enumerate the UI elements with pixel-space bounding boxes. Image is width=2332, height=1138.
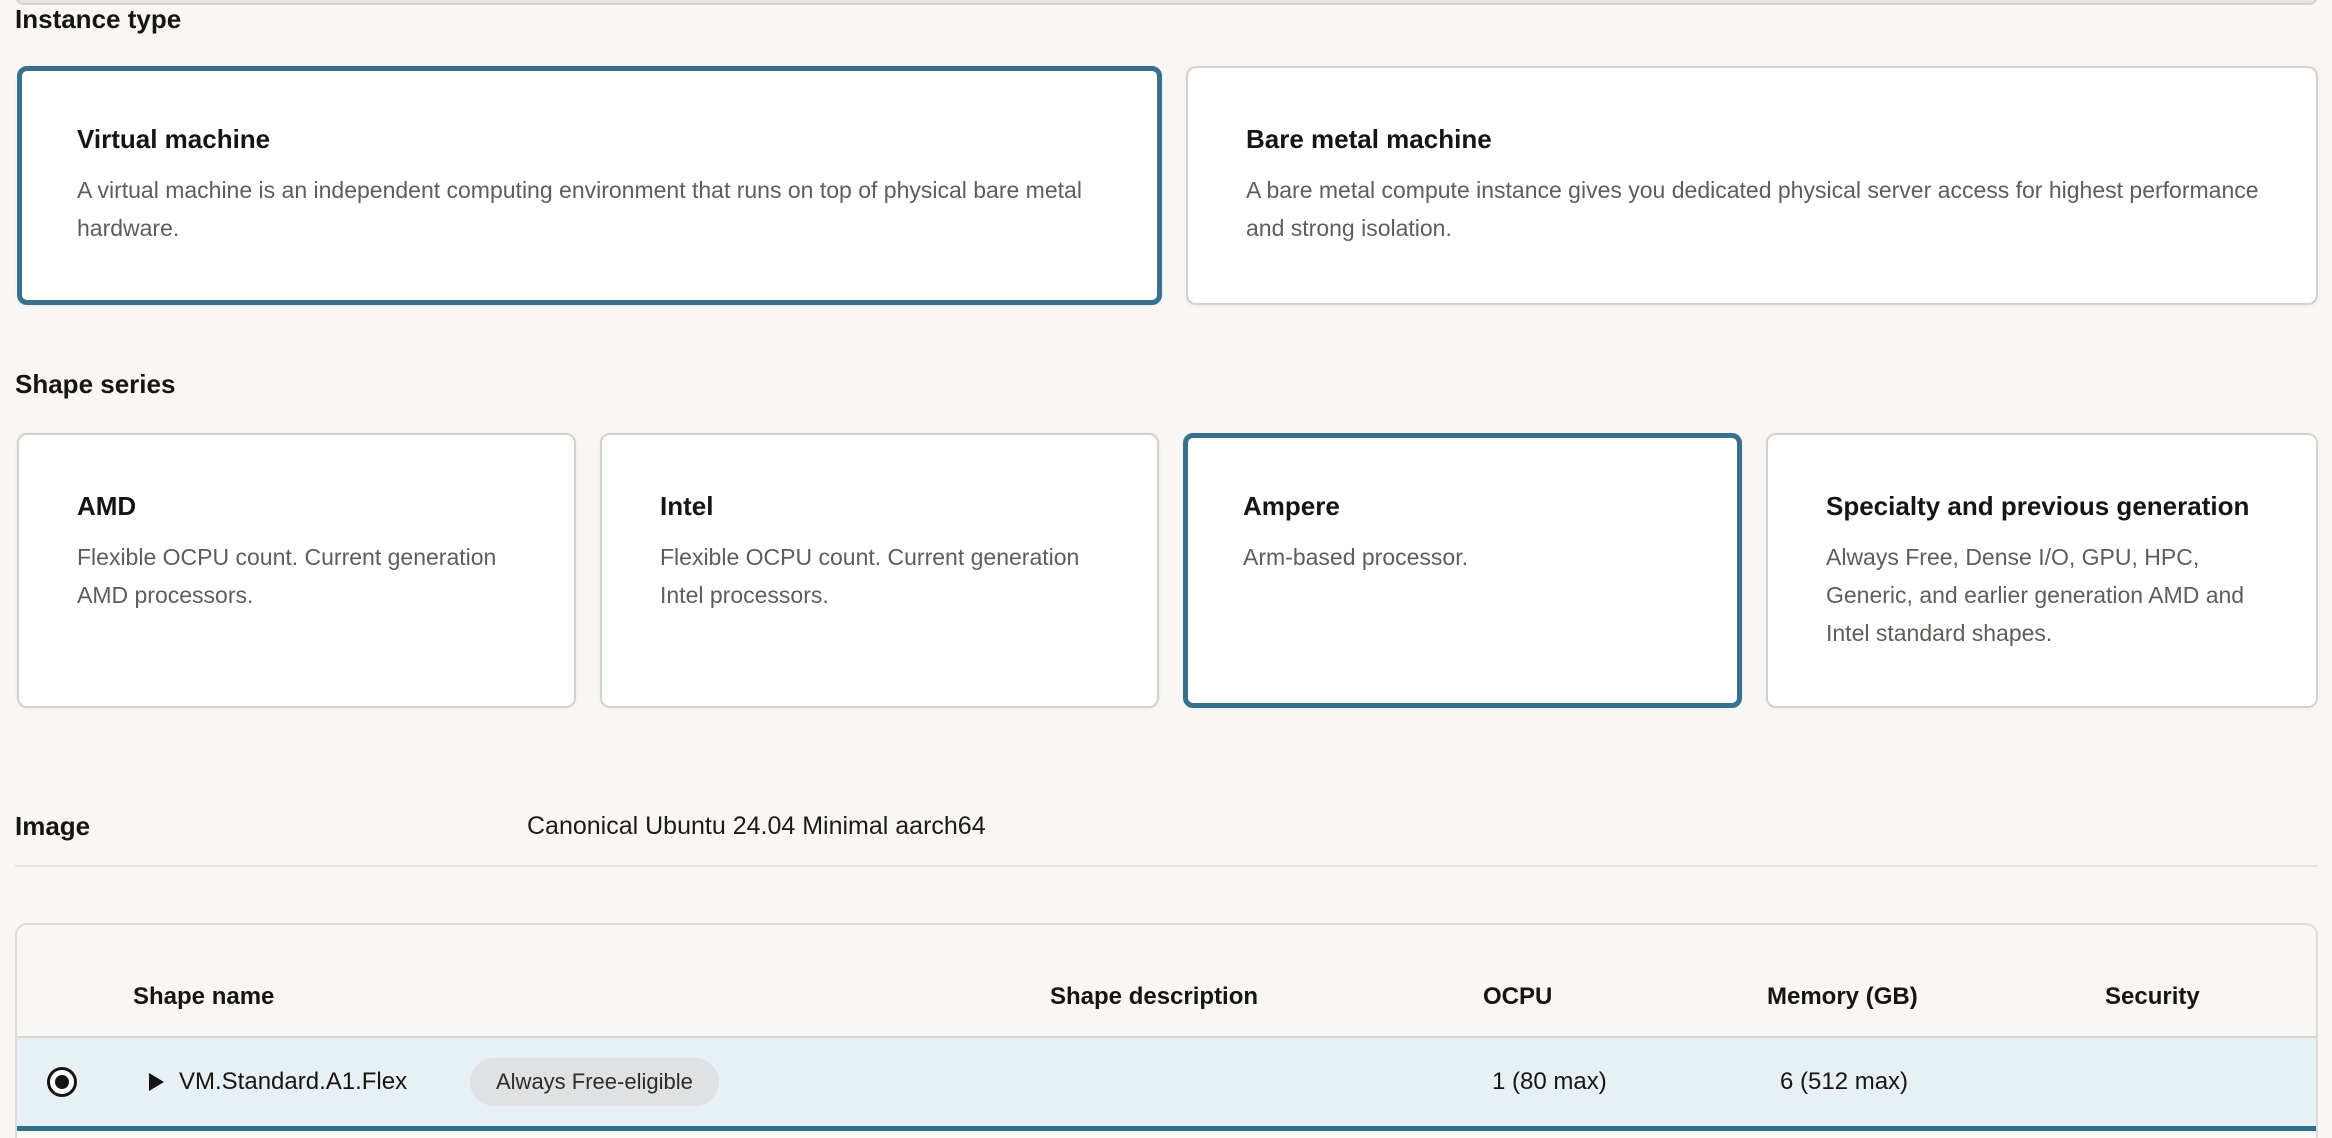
column-header-shape-description: Shape description — [1050, 983, 1259, 1010]
shape-series-card-specialty[interactable]: Specialty and previous generation Always… — [1766, 433, 2318, 708]
card-description: Flexible OCPU count. Current generation … — [77, 544, 497, 608]
shape-name-cell: VM.Standard.A1.Flex — [179, 1068, 408, 1095]
caret-right-expand-icon[interactable] — [149, 1073, 164, 1091]
shape-series-card-intel[interactable]: Intel Flexible OCPU count. Current gener… — [600, 433, 1159, 708]
card-description: A virtual machine is an independent comp… — [77, 177, 1082, 241]
column-header-ocpu: OCPU — [1483, 983, 1553, 1010]
card-description: Arm-based processor. — [1243, 544, 1468, 570]
card-title: Ampere — [1243, 491, 1340, 521]
shape-table-header: Shape name Shape description OCPU Memory… — [17, 925, 2316, 1038]
shape-series-card-ampere[interactable]: Ampere Arm-based processor. — [1183, 433, 1742, 708]
card-title: Intel — [660, 491, 714, 521]
radio-dot — [55, 1075, 69, 1089]
shape-series-heading: Shape series — [15, 369, 176, 399]
instance-type-heading: Instance type — [15, 4, 182, 34]
ocpu-cell: 1 (80 max) — [1492, 1068, 1607, 1095]
card-title: Bare metal machine — [1246, 124, 1492, 154]
image-selected-value: Canonical Ubuntu 24.04 Minimal aarch64 — [527, 812, 986, 840]
radio-selected-icon[interactable] — [47, 1067, 77, 1097]
card-title: Specialty and previous generation — [1826, 491, 2250, 521]
image-label: Image — [15, 811, 91, 841]
card-description: Flexible OCPU count. Current generation … — [660, 544, 1080, 608]
column-header-shape-name: Shape name — [133, 983, 275, 1010]
shape-row-vm-standard-a1-flex[interactable]: VM.Standard.A1.Flex Always Free-eligible… — [17, 1038, 2316, 1126]
next-row-edge — [17, 1131, 2316, 1138]
always-free-badge: Always Free-eligible — [470, 1058, 719, 1106]
column-header-security: Security — [2105, 983, 2200, 1010]
card-description: A bare metal compute instance gives you … — [1246, 177, 2259, 241]
card-description: Always Free, Dense I/O, GPU, HPC, Generi… — [1826, 544, 2245, 646]
selected-row-underline — [17, 1126, 2316, 1131]
card-title: Virtual machine — [77, 124, 271, 154]
card-title: AMD — [77, 491, 137, 521]
column-header-memory: Memory (GB) — [1767, 983, 1918, 1010]
instance-type-card-virtual-machine[interactable]: Virtual machine A virtual machine is an … — [17, 66, 1162, 305]
previous-section-edge — [15, 0, 2318, 5]
shape-series-card-amd[interactable]: AMD Flexible OCPU count. Current generat… — [17, 433, 576, 708]
shape-selection-table: Shape name Shape description OCPU Memory… — [15, 923, 2318, 1138]
instance-type-card-bare-metal[interactable]: Bare metal machine A bare metal compute … — [1186, 66, 2318, 305]
section-divider — [15, 865, 2318, 867]
memory-cell: 6 (512 max) — [1780, 1068, 1909, 1095]
